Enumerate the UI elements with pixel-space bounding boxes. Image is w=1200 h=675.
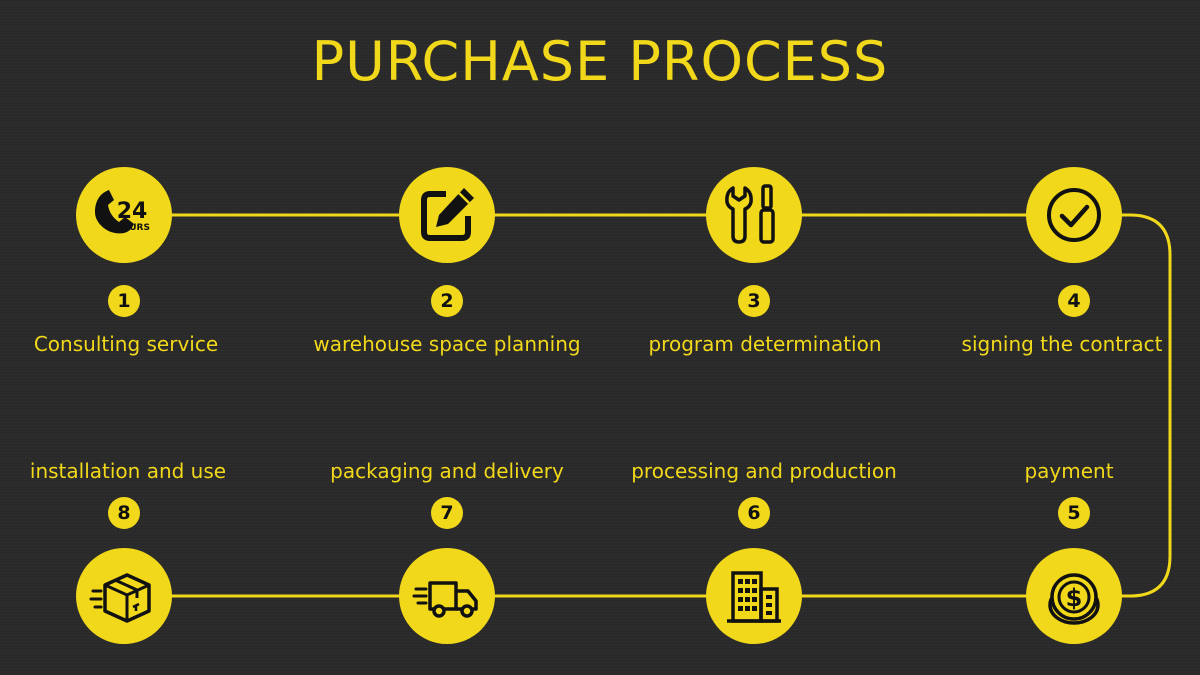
dollar-sign-text: $ [1066,584,1083,612]
step-1-number-badge: 1 [108,285,140,317]
step-2-label: warehouse space planning [313,332,581,356]
step-4-label: signing the contract [961,332,1163,356]
step-6-label: processing and production [631,459,897,483]
step-2-icon-circle [399,167,495,263]
step-1-icon-circle: 24 HOURS [76,167,172,263]
delivery-truck-icon [412,581,478,618]
dollar-coin-icon: $ [1048,573,1100,625]
step-2-number-badge: 2 [431,285,463,317]
step-7-label: packaging and delivery [330,459,564,483]
step-3-icon-circle [706,167,802,263]
step-8-number-badge: 8 [108,497,140,529]
step-7-icon-circle [399,548,495,644]
step-3-number-badge: 3 [738,285,770,317]
package-box-icon [89,573,151,623]
step-8-icon-circle [76,548,172,644]
check-circle-icon [1047,188,1101,242]
step-8-label: installation and use [29,459,227,483]
step-6-number-badge: 6 [738,497,770,529]
edit-note-icon [421,188,474,241]
tools-icon [725,184,775,244]
step-1-label: Consulting service [33,332,219,356]
step-6-icon-circle [706,548,802,644]
page-title: PURCHASE PROCESS [311,30,889,93]
step-4-number-badge: 4 [1058,285,1090,317]
icon-hours-text: HOURS [114,223,150,233]
factory-building-icon [727,571,781,623]
step-5-number-badge: 5 [1058,497,1090,529]
step-5-icon-circle: $ [1026,548,1122,644]
step-7-number-badge: 7 [431,497,463,529]
phone-24-hours-icon: 24 HOURS [95,190,150,234]
icon-24-text: 24 [117,199,148,224]
step-5-label: payment [1024,459,1114,483]
step-4-icon-circle [1026,167,1122,263]
step-3-label: program determination [648,332,882,356]
